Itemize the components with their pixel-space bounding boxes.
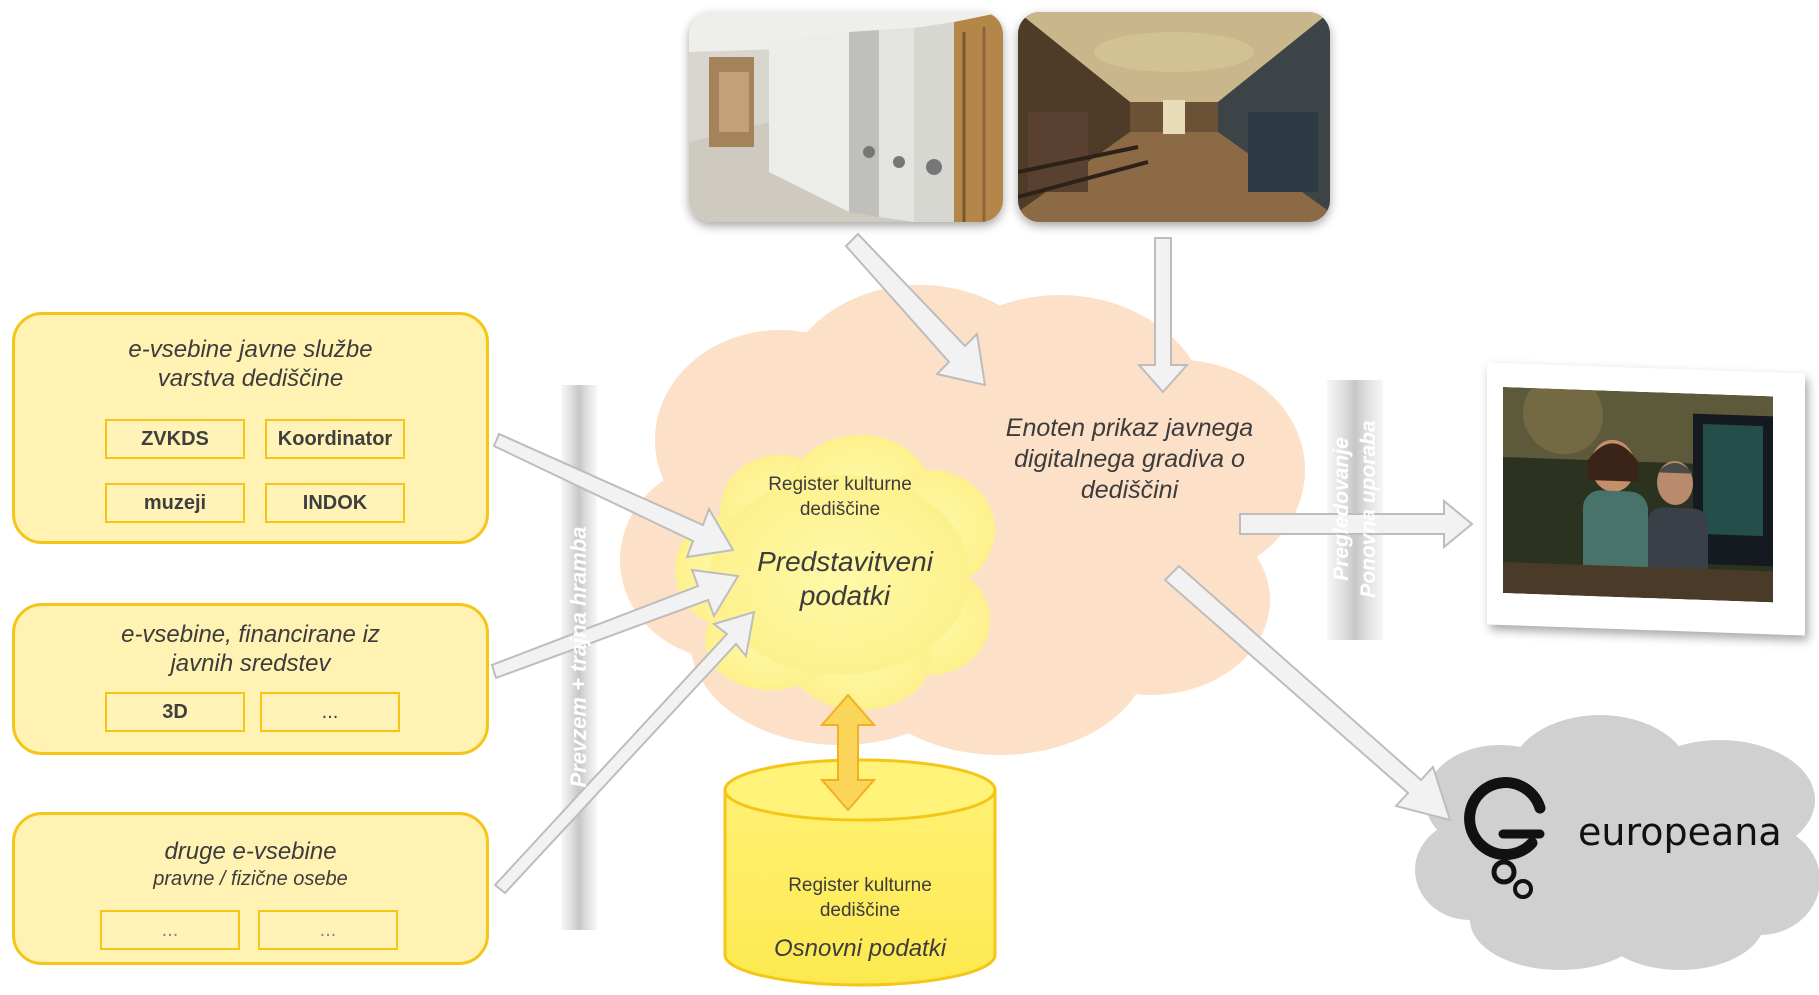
source-box-title: druge e-vsebine — [164, 838, 337, 865]
source-box-title: e-vsebine, financirane iz — [121, 621, 380, 648]
tag-3d: 3D — [105, 692, 245, 732]
europeana-logo-icon — [1464, 777, 1546, 899]
source-box-title-line2: javnih sredstev — [170, 650, 331, 677]
library-hall-photo — [1018, 12, 1330, 222]
europeana-cloud — [1415, 715, 1819, 970]
arrow-library-to-cloud — [1136, 237, 1190, 394]
arrow-source3-to-register — [493, 610, 756, 895]
ingest-label: Prevzem + trajna hramba — [566, 526, 591, 788]
source-box-title: e-vsebine javne službe — [128, 336, 373, 363]
source-box-other: druge e-vsebine pravne / fizične osebe .… — [12, 812, 489, 965]
arrow-archive-to-cloud — [844, 232, 987, 387]
source-box-subtitle: pravne / fizične osebe — [153, 868, 348, 890]
tag-koordinator: Koordinator — [265, 419, 405, 459]
tag-more: ... — [100, 910, 240, 950]
tag-muzeji: muzeji — [105, 483, 245, 523]
flow-arrows — [490, 232, 1474, 895]
source-box-public-service: e-vsebine javne službe varstva dediščine… — [12, 312, 489, 544]
register-cloud-title: Register kulturne dediščine — [768, 474, 912, 520]
arrow-source1-to-register — [492, 432, 735, 559]
arrow-cloud-to-screen — [1239, 498, 1474, 550]
portal-label: Enoten prikaz javnega digitalnega gradiv… — [1005, 414, 1254, 504]
usage-label: Pregledovanje Ponovna uporaba — [1328, 379, 1382, 639]
europeana-logo-text: europeana — [1578, 810, 1782, 854]
usage-label-reuse: Ponovna uporaba — [1357, 420, 1380, 598]
tag-indok: INDOK — [265, 483, 405, 523]
arrow-source2-to-register — [490, 568, 740, 680]
tag-zvkds: ZVKDS — [105, 419, 245, 459]
tag-more: ... — [258, 910, 398, 950]
archive-shelves-photo — [689, 12, 1003, 222]
database-main: Osnovni podatki — [773, 935, 947, 962]
register-cloud-main: Predstavitveni podatki — [757, 546, 933, 611]
arrow-cloud-to-europeana — [1163, 564, 1452, 822]
screen-frame — [1487, 362, 1805, 636]
usage-label-browse: Pregledovanje — [1330, 437, 1353, 581]
database-title: Register kulturne dediščine — [788, 875, 932, 921]
source-box-public-funds: e-vsebine, financirane iz javnih sredste… — [12, 603, 489, 755]
arrow-register-database — [819, 693, 877, 812]
usage-bar — [1327, 380, 1383, 640]
tag-more: ... — [260, 692, 400, 732]
source-box-title-line2: varstva dediščine — [157, 365, 344, 392]
people-at-computer-photo — [1503, 387, 1773, 603]
